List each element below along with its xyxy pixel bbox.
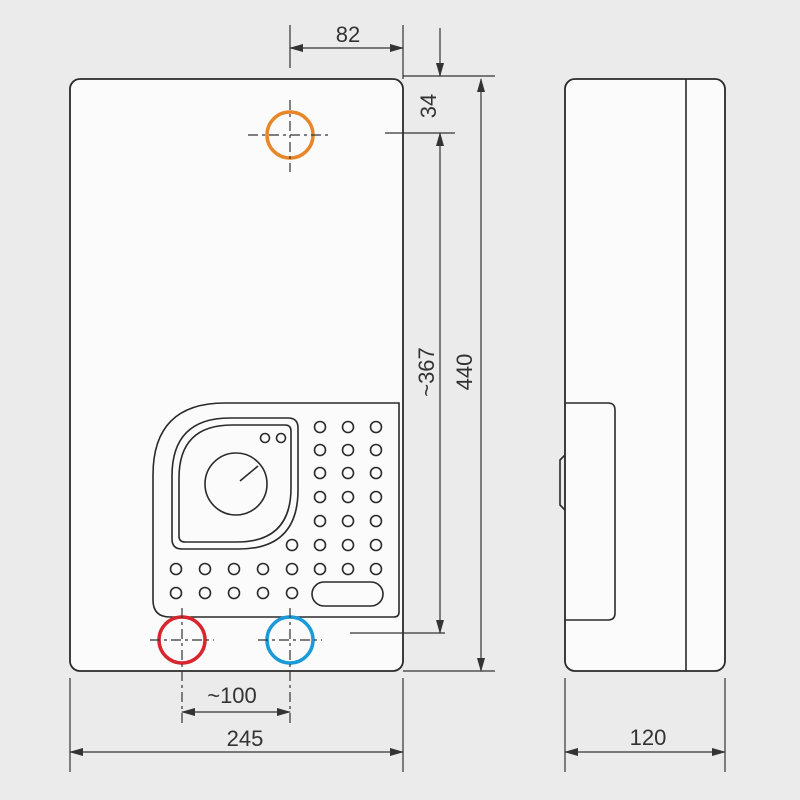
vent-hole: [256, 586, 270, 600]
vent-hole: [169, 586, 183, 600]
vent-hole: [313, 490, 327, 504]
dim-440: 440: [452, 354, 477, 391]
indicator-led: [275, 432, 287, 444]
vent-hole: [227, 586, 241, 600]
display-frame-inner: [178, 424, 292, 543]
side-panel-protrusion: [565, 402, 616, 621]
vent-hole: [341, 538, 355, 552]
dim-120: 120: [630, 725, 667, 750]
vent-hole: [341, 466, 355, 480]
outlet-connection: [248, 100, 332, 172]
control-panel: [152, 402, 400, 618]
vent-hole: [313, 538, 327, 552]
vent-hole: [313, 420, 327, 434]
side-view: [559, 78, 726, 672]
vent-hole: [313, 562, 327, 576]
vent-hole: [341, 514, 355, 528]
vent-hole: [341, 443, 355, 457]
vent-hole: [369, 443, 383, 457]
side-housing: [564, 78, 726, 672]
vent-hole: [313, 514, 327, 528]
temperature-knob: [204, 452, 268, 516]
vent-hole: [285, 538, 299, 552]
vent-hole: [285, 586, 299, 600]
dim-82: 82: [336, 22, 360, 47]
dim-100: ~100: [207, 683, 257, 708]
vent-hole: [341, 490, 355, 504]
vent-hole: [169, 562, 183, 576]
vent-hole: [369, 420, 383, 434]
cold-inlet-connection: [258, 608, 322, 725]
vent-slot: [311, 581, 384, 607]
vent-hole: [369, 490, 383, 504]
vent-hole: [369, 514, 383, 528]
vent-hole: [227, 562, 241, 576]
vent-hole: [369, 538, 383, 552]
indicator-led: [259, 432, 271, 444]
vent-hole: [198, 562, 212, 576]
dimension-lines: 82 34 ~367 440 ~100 245 120: [69, 22, 726, 772]
vent-hole: [313, 443, 327, 457]
vent-hole: [341, 562, 355, 576]
vent-hole: [285, 562, 299, 576]
dim-34: 34: [416, 94, 441, 118]
front-view: [69, 78, 404, 725]
display-frame-outer: [171, 417, 299, 550]
vent-hole: [369, 466, 383, 480]
vent-hole: [341, 420, 355, 434]
knob-pointer: [239, 465, 259, 482]
dim-367: ~367: [414, 347, 439, 397]
side-notch: [559, 454, 566, 511]
hot-inlet-connection: [150, 608, 214, 725]
vent-holes: [169, 420, 383, 600]
dim-245: 245: [227, 726, 264, 751]
vent-hole: [369, 562, 383, 576]
vent-hole: [198, 586, 212, 600]
vent-hole: [313, 466, 327, 480]
vent-hole: [256, 562, 270, 576]
